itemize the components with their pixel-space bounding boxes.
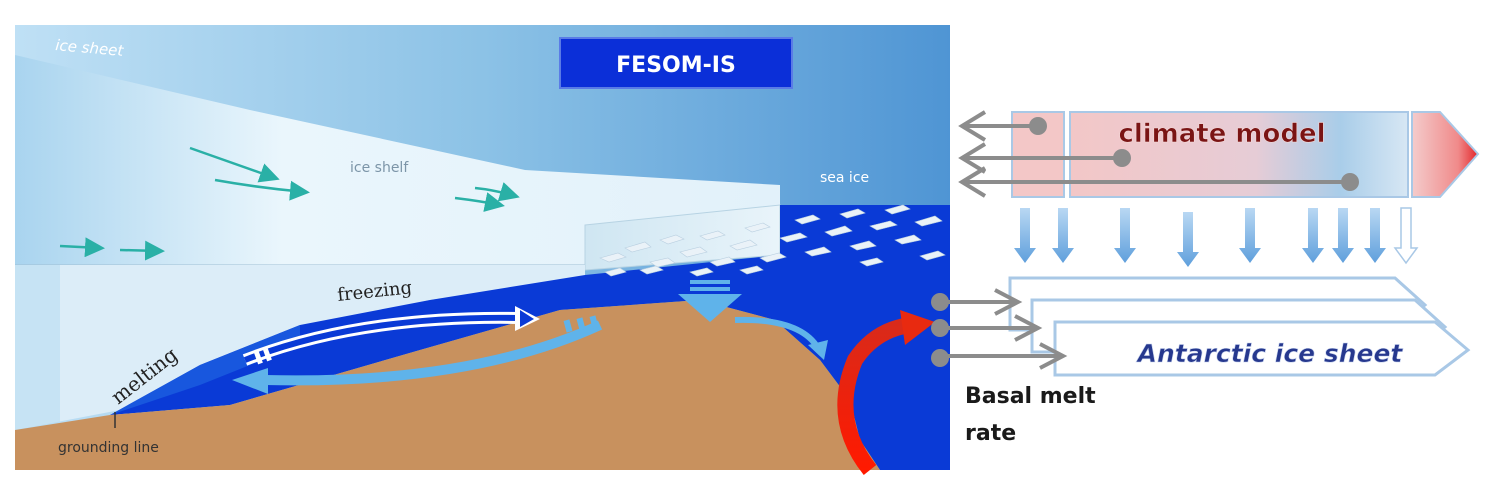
fesom-is-badge — [559, 37, 793, 89]
climate-feedback-arrows — [958, 110, 1350, 198]
ocean-cavity — [110, 205, 950, 470]
antarctic-ice-sheet-label: Antarctic ice sheet — [1136, 339, 1404, 368]
melt-water-layer — [110, 325, 300, 415]
return-flow-arrow — [264, 320, 603, 386]
grounding-line-label: grounding line — [58, 440, 159, 456]
return-flow-arrowhead — [232, 368, 268, 394]
climate-model-arrow: climate model — [1011, 111, 1480, 198]
sea-ice-label: sea ice — [820, 170, 869, 186]
coupling-schematic: climate model — [931, 110, 1480, 446]
ocean-ice-diagram: FESOM-IS ice sheet ice shelf sea ice fre… — [15, 25, 950, 475]
basal-melt-label-line2: rate — [965, 421, 1016, 446]
ice-sheet-label: ice sheet — [55, 36, 125, 60]
basal-melt-arrows — [940, 288, 1068, 370]
warm-inflow-arrowhead — [900, 310, 935, 345]
ice-shelf-body — [15, 55, 780, 265]
ice-flow-arrows — [59, 146, 520, 261]
sea-ice-floes — [599, 204, 946, 277]
brine-downwelling-arrow — [678, 294, 742, 322]
ocean-circulation-arrows — [232, 280, 935, 475]
forcing-down-arrows — [1014, 207, 1419, 267]
antarctic-ice-sheet-arrows — [1008, 276, 1471, 377]
ice-shelf-label: ice shelf — [350, 160, 409, 176]
fesom-is-title: FESOM-IS — [616, 53, 736, 78]
climate-model-label: climate model — [1118, 119, 1325, 149]
outflow-arrow — [734, 316, 821, 350]
basal-melt-label-line1: Basal melt — [965, 384, 1096, 409]
ice-sheet-left-shade — [15, 265, 60, 430]
seabed — [15, 300, 880, 470]
warm-inflow-arrow — [837, 317, 912, 475]
